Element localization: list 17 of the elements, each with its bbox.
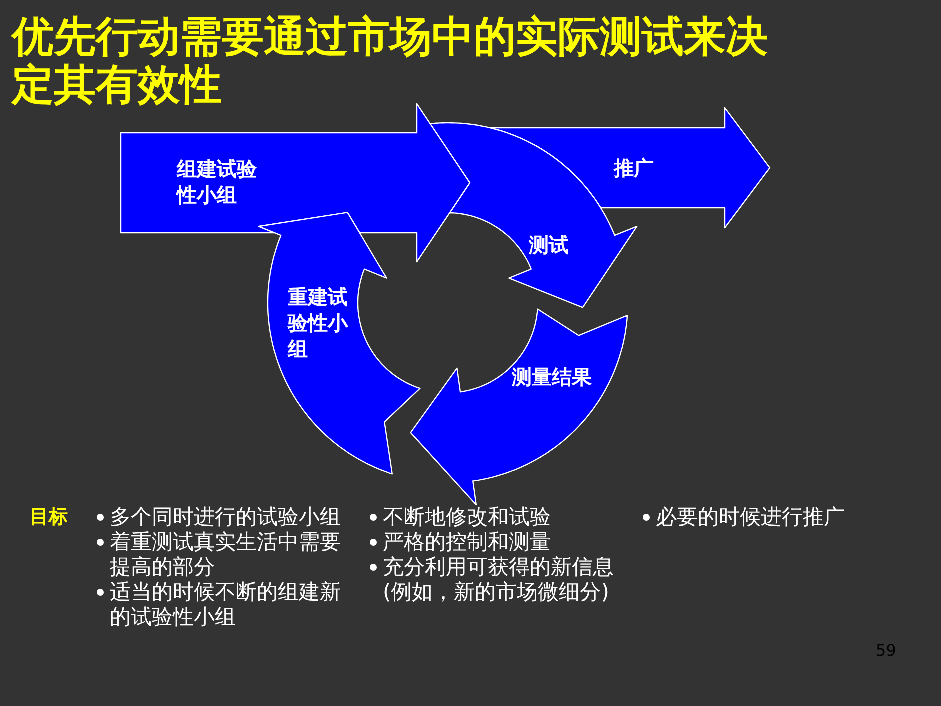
bullet-text: 必要的时候进行推广 xyxy=(656,505,846,530)
step-label: 推广 xyxy=(614,155,654,181)
cycle-step xyxy=(409,308,629,507)
step-label: 组建试验性小组 xyxy=(177,156,258,208)
title: 优先行动需要通过市场中的实际测试来决定其有效性 xyxy=(12,13,769,109)
step-label: 测量结果 xyxy=(512,364,592,390)
bullet-text: 多个同时进行的试验小组 xyxy=(110,505,342,530)
goal-heading: 目标 xyxy=(30,505,68,530)
cycle-step xyxy=(257,211,422,476)
bullet-text: 不断地修改和试验 xyxy=(383,505,552,530)
bullet-text: 严格的控制和测量 xyxy=(383,530,552,555)
bullet-text: 着重测试真实生活中需要提高的部分 xyxy=(110,530,342,580)
bullet-text: 充分利用可获得的新信息(例如，新的市场微细分) xyxy=(383,555,615,605)
step-label: 测试 xyxy=(529,232,569,258)
step-label: 重建试验性小组 xyxy=(288,284,350,362)
process-step xyxy=(489,107,771,229)
bullet-text: 适当的时候不断的组建新的试验性小组 xyxy=(110,580,342,630)
